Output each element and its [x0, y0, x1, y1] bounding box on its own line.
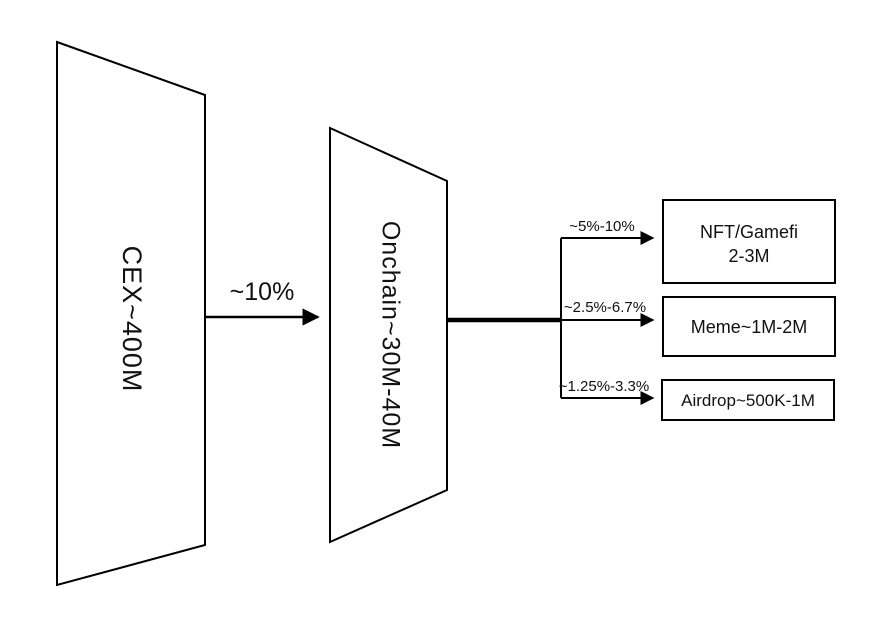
nft-gamefi-box-label-line2: 2-3M — [728, 246, 769, 266]
flow1-percent-label: ~10% — [230, 278, 295, 306]
branch-nft-percent-label: ~5%-10% — [569, 218, 634, 235]
airdrop-box-label: Airdrop~500K-1M — [681, 391, 815, 410]
onchain-funnel-shape — [329, 126, 448, 544]
nft-gamefi-box — [662, 199, 836, 284]
meme-box — [662, 296, 836, 357]
onchain-label: Onchain~30M-40M — [376, 221, 404, 449]
meme-box-label: Meme~1M-2M — [691, 317, 808, 337]
airdrop-box — [661, 379, 835, 421]
cex-label: CEX~400M — [117, 246, 147, 393]
cex-funnel-shape — [56, 40, 206, 587]
nft-gamefi-box-label-line1: NFT/Gamefi — [700, 222, 798, 242]
branch-meme-percent-label: ~2.5%-6.7% — [564, 299, 646, 316]
branch-airdrop-percent-label: ~1.25%-3.3% — [559, 378, 649, 395]
